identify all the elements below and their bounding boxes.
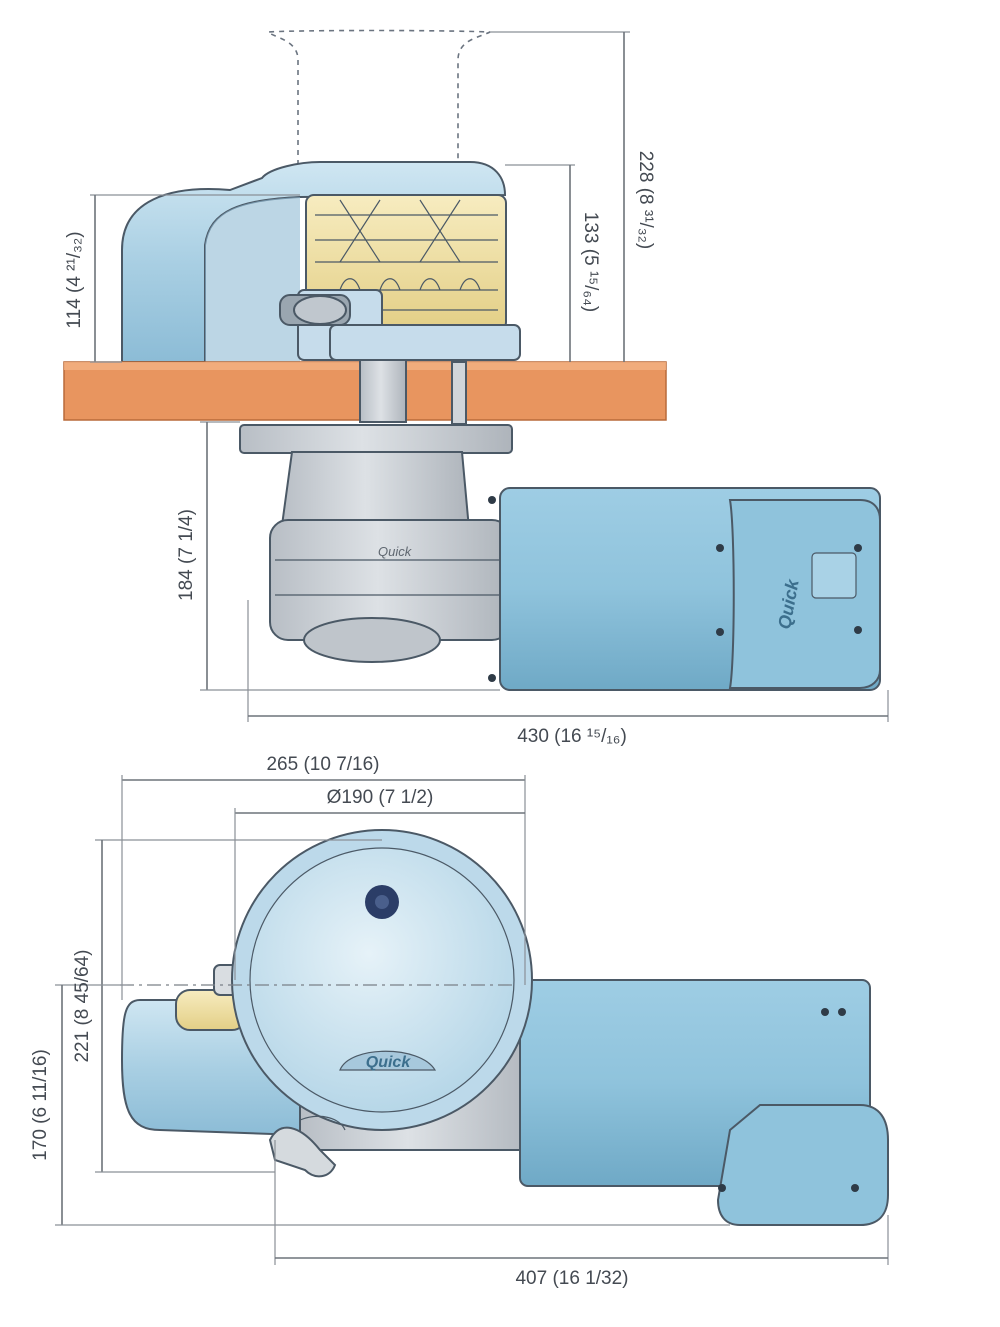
dim-gypsy-height: 133 (5 ¹⁵/₆₄) — [580, 212, 601, 312]
top-dimension-lines — [55, 775, 889, 1265]
cover-logo-plate — [339, 1050, 437, 1071]
clutch-lever — [279, 289, 521, 361]
motor-end-cap — [728, 499, 881, 689]
dim-cover-height: 221 (8 45/64) — [72, 949, 93, 1062]
top-motor-terminal-box — [716, 1104, 889, 1226]
side-dimension-lines — [90, 31, 889, 722]
gearbox-logo: Quick — [378, 544, 413, 559]
gearbox: Quick — [269, 519, 511, 663]
deck-shaft — [359, 359, 407, 423]
cover-knob-icon — [365, 885, 399, 919]
underdeck-flange — [239, 424, 513, 454]
motor-badge-window — [811, 552, 857, 599]
deck-stud — [451, 361, 467, 425]
dim-below-deck-depth: 184 (7 1/4) — [176, 509, 197, 601]
dashed-hawse-outline — [265, 29, 491, 165]
dim-total-depth: 170 (6 11/16) — [30, 1049, 51, 1161]
dim-side-overall-length: 430 (16 ¹⁵/₁₆) — [517, 726, 627, 747]
side-motor: Quick — [488, 487, 881, 691]
side-view: Quick Quick — [63, 29, 889, 747]
top-motor — [519, 979, 889, 1226]
dim-above-deck-height: 114 (4 ²¹/₃₂) — [64, 231, 85, 328]
top-clutch-lever — [268, 1115, 346, 1178]
dim-top-overall-length: 407 (16 1/32) — [515, 1268, 628, 1289]
top-cover-face — [249, 847, 515, 1113]
hood-shadow — [205, 197, 300, 362]
dim-cover-diameter: Ø190 (7 1/2) — [327, 787, 434, 808]
dim-overall-top-height: 228 (8 ³¹/₃₂) — [635, 151, 656, 250]
cover-logo: Quick — [366, 1054, 412, 1071]
top-view: Quick 265 (10 7/16) Ø190 (7 1/2) 221 (8 — [30, 754, 889, 1289]
dim-width-to-gypsy: 265 (10 7/16) — [266, 754, 379, 775]
